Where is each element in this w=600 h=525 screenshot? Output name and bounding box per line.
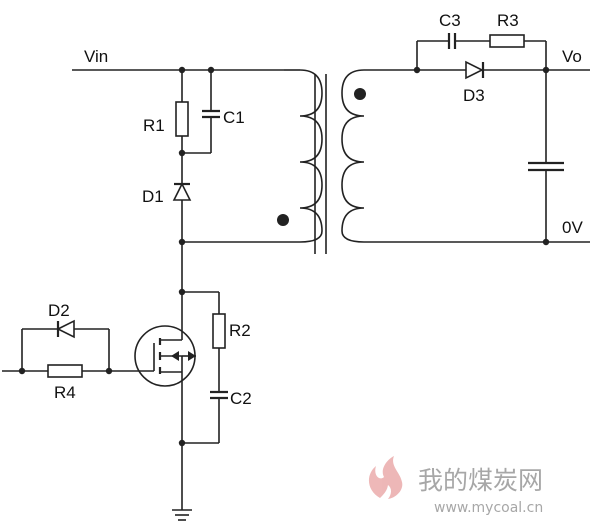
drain-line — [178, 242, 219, 340]
c3-r3-snubber — [413, 33, 550, 74]
r1-label: R1 — [143, 116, 165, 135]
r3-label: R3 — [497, 11, 519, 30]
d3-diode — [465, 60, 590, 80]
d1-label: D1 — [142, 187, 164, 206]
c2-capacitor — [178, 390, 228, 447]
watermark-url: www.mycoal.cn — [434, 500, 543, 516]
d3-label: D3 — [463, 86, 485, 105]
vin-rail — [72, 66, 284, 74]
c1-label: C1 — [223, 108, 245, 127]
c1-capacitor — [178, 70, 220, 157]
transformer-core — [314, 74, 327, 254]
output-capacitor — [528, 70, 564, 246]
d2-label: D2 — [48, 301, 70, 320]
watermark-text-cn: 我的煤炭网 — [418, 466, 543, 495]
flame-logo — [368, 456, 403, 499]
vo-label: Vo — [562, 47, 582, 66]
c2-label: C2 — [230, 389, 252, 408]
c3-label: C3 — [439, 11, 461, 30]
mosfet — [134, 325, 196, 443]
ground-symbol — [172, 443, 192, 521]
r2-label: R2 — [229, 321, 251, 340]
primary-winding — [178, 69, 323, 246]
r4-label: R4 — [54, 383, 76, 402]
r1-resistor — [175, 70, 189, 153]
d1-diode — [172, 153, 192, 242]
zero-v-label: 0V — [562, 218, 583, 237]
vin-label: Vin — [84, 47, 108, 66]
watermark: 我的煤炭网 www.mycoal.cn — [368, 456, 543, 516]
gate-network — [2, 319, 134, 378]
r2-resistor — [212, 292, 226, 392]
